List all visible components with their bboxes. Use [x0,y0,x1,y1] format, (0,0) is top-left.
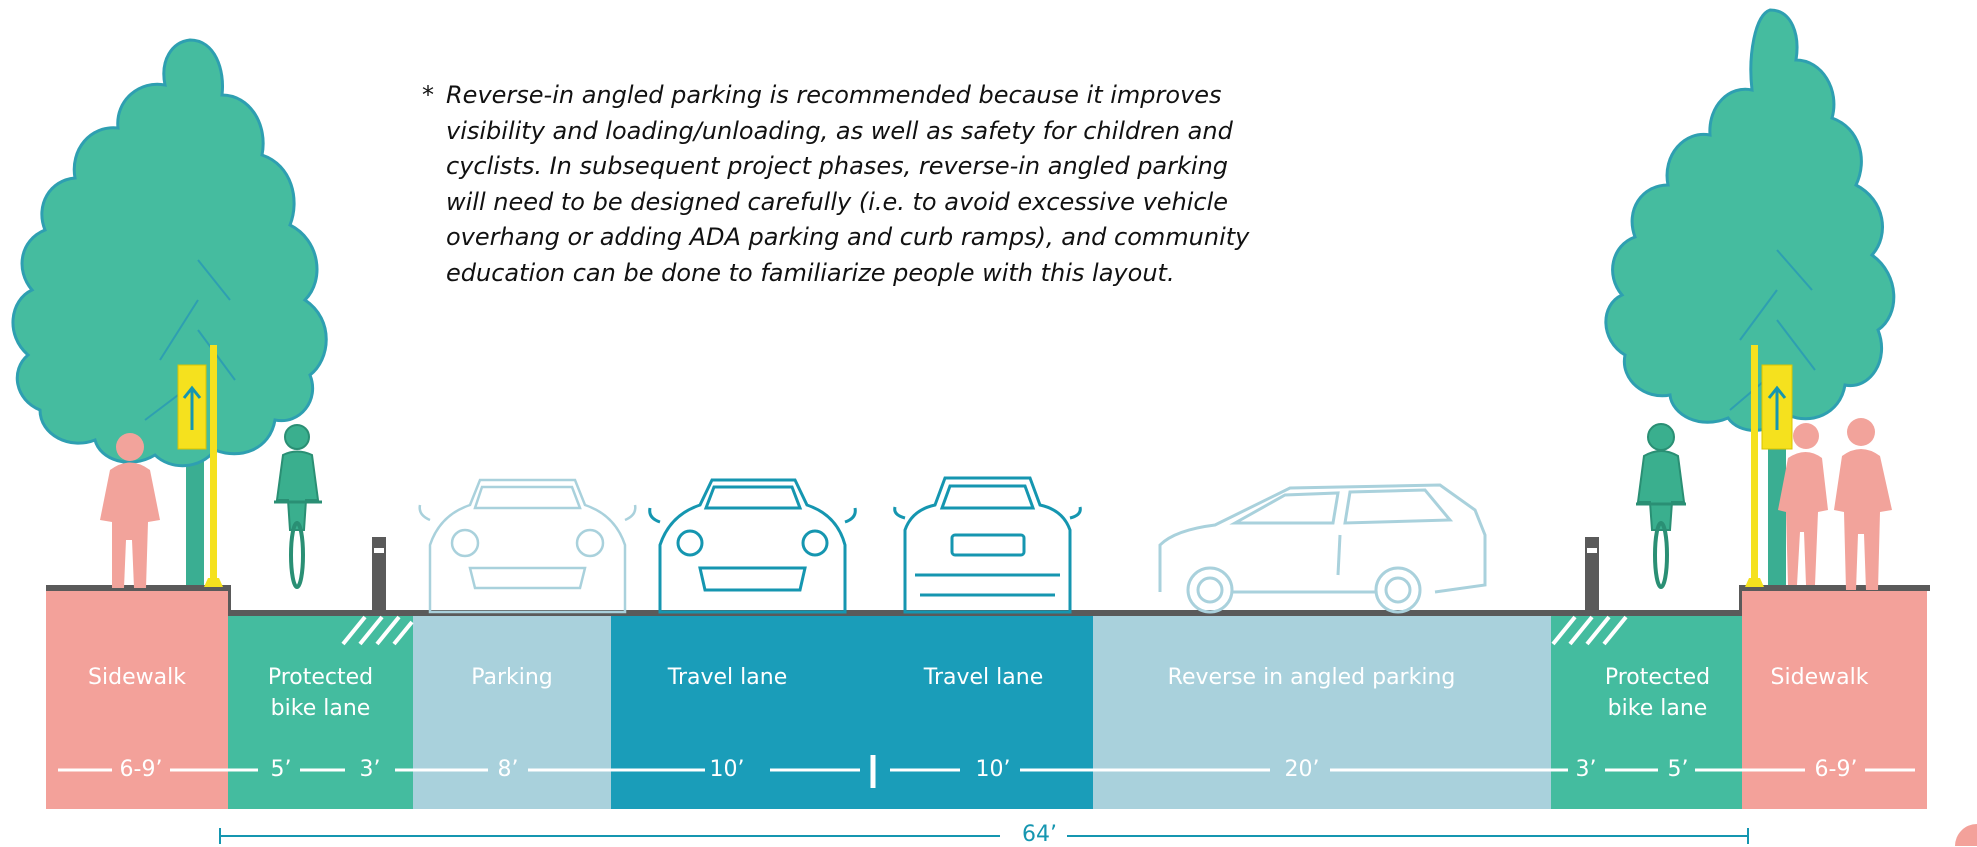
dimension-label: 5’ [1667,757,1689,782]
segment-parking [413,616,611,809]
note-text: Reverse-in angled parking is recommended… [446,81,1250,287]
segment-label: Sidewalk [1770,665,1869,690]
segment-bike-lane-right [1551,616,1742,809]
dimension-label: 5’ [270,757,292,782]
total-width-label: 64’ [1012,822,1067,847]
dimension-label: 10’ [975,757,1011,782]
segment-travel-lane-2 [869,616,1093,809]
dimension-label: 6-9’ [119,757,163,782]
bollard-icon [372,537,386,613]
segment-sidewalk-left [46,591,228,809]
dimension-label: 3’ [359,757,381,782]
segment-angled-parking [1093,616,1551,809]
tree-icon [11,38,328,590]
curb-profile [46,585,1930,616]
buffer-hatch-left [341,615,414,646]
dimension-label: 10’ [709,757,745,782]
dimension-label: 20’ [1284,757,1320,782]
cyclist-icon [1636,423,1686,589]
suv-icon [1158,483,1487,614]
pedestrian-icon [100,433,160,588]
car-icon [648,478,857,614]
dimension-label: 3’ [1575,757,1597,782]
segment-sidewalk-right [1742,591,1927,809]
segment-bike-lane-left [228,616,413,809]
total-width-line [219,828,1749,844]
pedestrian-icon [1778,418,1892,590]
buffer-hatch-right [1551,615,1628,646]
bike-sign-icon [177,345,223,587]
car-icon [893,476,1082,614]
segment-label: Travel lane [667,665,788,690]
segment-travel-lane-1 [611,616,869,809]
segment-label: Parking [471,665,553,690]
segment-label: Travel lane [923,665,1044,690]
dimension-label: 8’ [497,757,519,782]
segment-label: Reverse in angled parking [1167,665,1456,690]
car-icon [418,478,637,614]
note-asterisk: * [422,81,434,109]
dimension-lines [58,755,1915,788]
segment-label: Sidewalk [88,665,186,690]
dimension-label: 6-9’ [1814,757,1858,782]
cyclist-icon [274,424,322,589]
corner-badge [1955,824,1977,846]
bollard-icon [1585,537,1599,613]
bike-sign-icon [1745,345,1793,587]
